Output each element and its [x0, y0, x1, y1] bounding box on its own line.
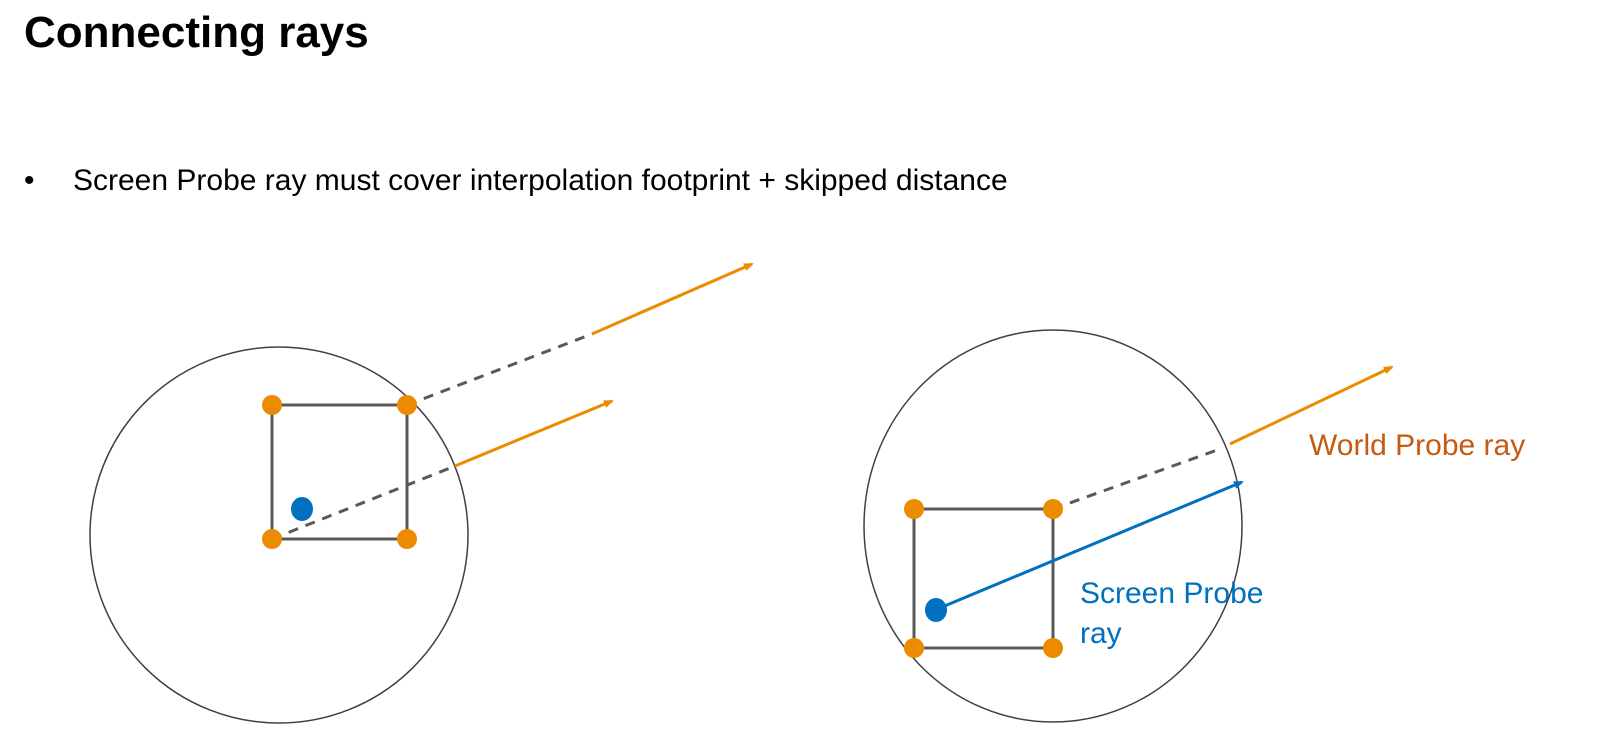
- bullet-point: • Screen Probe ray must cover interpolati…: [24, 164, 1008, 198]
- right-corner-probe: [1043, 638, 1063, 658]
- right-screen-probe-ray: [934, 480, 1244, 612]
- left-pixel-point: [291, 497, 313, 521]
- right-footprint-square: [912, 507, 1055, 650]
- left-probe-circle: [89, 346, 469, 724]
- right-corner-probe: [1043, 499, 1063, 519]
- left-corner-probe: [262, 529, 282, 549]
- right-pixel-point: [925, 598, 947, 622]
- screen-probe-ray-label-line2: ray: [1080, 617, 1122, 650]
- right-corner-probe: [904, 638, 924, 658]
- right-diagram: World Probe ray Screen Probe ray: [863, 329, 1525, 723]
- right-dashed-ray: [1052, 447, 1221, 511]
- left-corner-probe: [262, 395, 282, 415]
- bullet-text: Screen Probe ray must cover interpolatio…: [73, 164, 1008, 197]
- left-corner-probe: [397, 395, 417, 415]
- left-footprint-square: [270, 403, 409, 541]
- screen-probe-ray-label-line1: Screen Probe: [1080, 577, 1263, 610]
- bullet-marker: •: [24, 164, 35, 197]
- left-world-ray-upper: [591, 262, 754, 336]
- right-world-probe-ray: [1229, 365, 1394, 446]
- world-probe-ray-label: World Probe ray: [1309, 429, 1525, 462]
- left-diagram: [89, 262, 754, 724]
- left-corner-probe: [397, 529, 417, 549]
- right-probe-circle: [863, 329, 1243, 723]
- left-world-ray-lower: [454, 399, 614, 468]
- right-corner-probe: [904, 499, 924, 519]
- left-dashed-ray-upper: [406, 332, 593, 407]
- slide-title: Connecting rays: [24, 8, 369, 57]
- left-dashed-ray-lower: [271, 464, 456, 541]
